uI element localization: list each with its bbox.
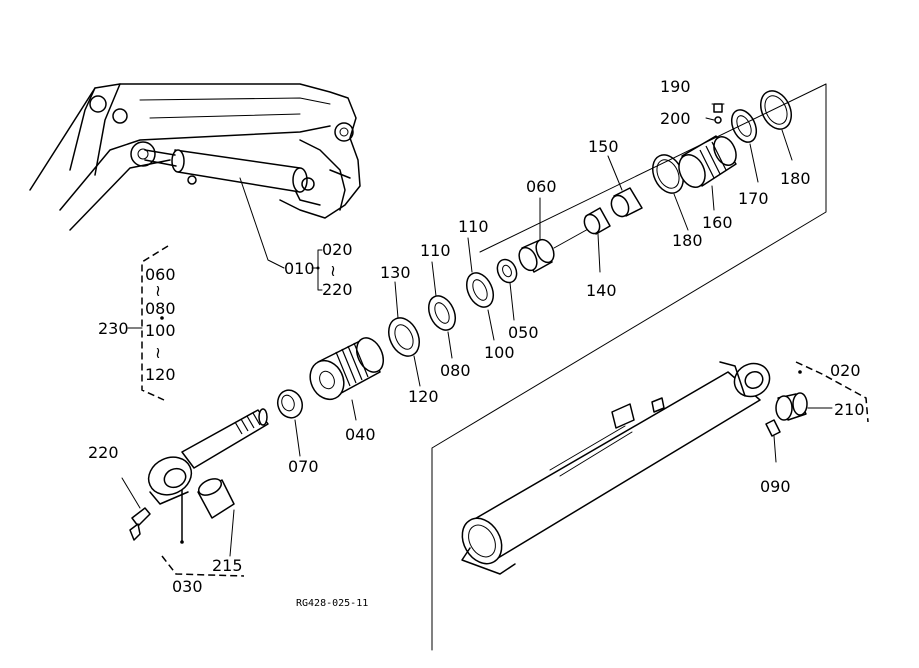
label-120: 120 [408,387,439,406]
label-040: 040 [345,425,376,444]
label-200: 200 [660,109,691,128]
part-040-piston [309,337,385,421]
part-200-ball [705,116,722,124]
label-020-upper: 020 [322,240,353,259]
part-130-wear-ring [388,281,421,387]
label-060-group: 060 [145,265,176,284]
leader-010 [239,177,323,291]
label-090: 090 [760,477,791,496]
label-170: 170 [738,189,769,208]
part-160-cylinder-head [678,135,737,211]
rod-assembly-030 [121,408,269,577]
group-230-bracket [127,245,169,401]
label-020-lower: 020 [830,361,861,380]
label-180-top: 180 [780,169,811,188]
label-210: 210 [834,400,865,419]
label-100-group: 100 [145,321,176,340]
label-110-right: 110 [458,217,489,236]
tube-frame-outline [431,83,827,651]
label-220-upper: 220 [322,280,353,299]
label-030: 030 [172,577,203,596]
label-060: 060 [526,177,557,196]
part-190-plug [711,103,725,113]
part-070-seal [276,389,304,457]
range-mark-100: ≀ [155,343,161,362]
label-215: 215 [212,556,243,575]
part-150-collar [607,155,643,218]
part-180-ring-top [760,90,793,161]
label-100: 100 [484,343,515,362]
range-mark-upper: ≀ [330,261,336,280]
part-060-cushion [518,197,591,273]
label-080-group: 080 [145,299,176,318]
boom-arm-illustration [29,83,361,231]
label-080: 080 [440,361,471,380]
label-160: 160 [702,213,733,232]
label-180-middle: 180 [672,231,703,250]
label-140: 140 [586,281,617,300]
label-150: 150 [588,137,619,156]
label-220-lower: 220 [88,443,119,462]
label-130: 130 [380,263,411,282]
drawing-code: RG428-025-11 [296,598,368,609]
part-140-bushing [583,207,611,273]
part-100-seal [465,237,495,341]
label-010: 010 [284,259,315,278]
label-190: 190 [660,77,691,96]
label-120-group: 120 [145,365,176,384]
part-020-cylinder-tube [461,361,869,575]
part-050-nut [496,258,518,321]
label-070: 070 [288,457,319,476]
label-110-left: 110 [420,241,451,260]
part-170-ring [730,109,759,183]
label-230: 230 [98,319,129,338]
part-080-seal [427,261,457,359]
range-mark-060: ≀ [155,281,161,300]
label-050: 050 [508,323,539,342]
